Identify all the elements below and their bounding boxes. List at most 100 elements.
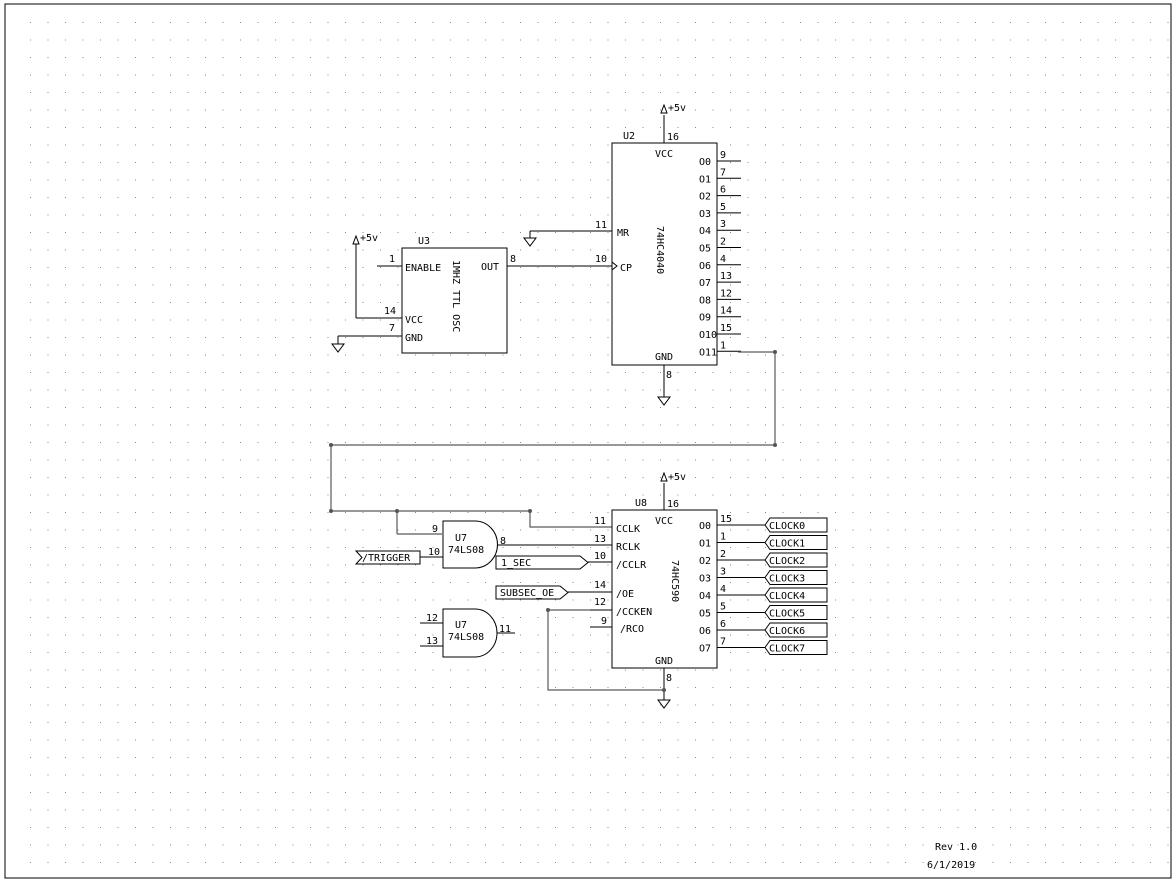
counter-output-pin-num: 6 (720, 185, 726, 196)
counter-vcc-pin-num: 16 (667, 132, 679, 143)
net-label-clock: CLOCK1 (769, 539, 805, 550)
net-flag-clock (764, 622, 828, 638)
counter-output-label: O6 (699, 261, 711, 272)
counter-output-pin-num: 13 (720, 271, 732, 282)
osc-pin-gnd-label: GND (405, 333, 423, 344)
vcc-rail-icon (352, 234, 360, 245)
counter-ref: U2 (623, 131, 635, 142)
counter-output-pin-num: 2 (720, 237, 726, 248)
bc-rclk-label: RCLK (616, 542, 640, 553)
sheet-border (4, 3, 1172, 879)
counter-output-label: O1 (699, 174, 711, 185)
bc-ccken-pin-num: 12 (594, 597, 606, 608)
counter-output-label: O0 (699, 157, 711, 168)
bc-output-pin-num: 7 (720, 637, 726, 648)
counter-output-pin-num: 5 (720, 202, 726, 213)
date-label: 6/1/2019 (927, 860, 975, 871)
vcc-rail-icon (660, 471, 668, 482)
counter-output-pin-num: 3 (720, 219, 726, 230)
counter-cp-pin-num: 10 (595, 254, 607, 265)
binary-counter-body (611, 509, 718, 669)
net-label-clock: CLOCK7 (769, 644, 805, 655)
gate-a-ref: U7 (455, 533, 467, 544)
osc-pin-num-out: 8 (510, 254, 516, 265)
net-label-clock: CLOCK5 (769, 609, 805, 620)
counter-output-label: O7 (699, 278, 711, 289)
bc-ccken-label: /CCKEN (616, 607, 652, 618)
gate-b-pin-a: 12 (426, 613, 438, 624)
bc-vcc-pin-num: 16 (667, 499, 679, 510)
net-flag-clock (764, 552, 828, 568)
counter-output-label: O5 (699, 244, 711, 255)
gate-b-pin-b: 13 (426, 636, 438, 647)
net-flag-clock (764, 587, 828, 603)
counter-outputs: O09O17O26O35O43O52O64O713O812O914O1015O1… (699, 150, 741, 358)
net-flag-1-sec (495, 555, 589, 570)
counter-gnd-pin-num: 8 (666, 370, 672, 381)
counter-u2: U2 74HC4040 VCC GND MR CP +5v 16 8 11 10… (523, 103, 741, 406)
net-label-clock: CLOCK0 (769, 521, 805, 532)
bc-cclk-label: CCLK (616, 524, 640, 535)
osc-pin-vcc-label: VCC (405, 315, 423, 326)
and-gate-u7a: U7 74LS08 9 10 8 /TRIGGER (354, 520, 612, 569)
osc-pin-num-enable: 1 (389, 254, 395, 265)
oscillator-u3: U3 1MHZ TTL OSC ENABLE VCC GND OUT 1 14 … (377, 236, 530, 354)
oscillator-power-wiring: +5v (331, 233, 378, 353)
bc-gnd-label: GND (655, 656, 673, 667)
bc-output-pin-num: 5 (720, 602, 726, 613)
bc-output-label: O2 (699, 556, 711, 567)
counter-mr-pin-num: 11 (595, 220, 607, 231)
osc-pin-out-label: OUT (481, 262, 499, 273)
gate-a-type: 74LS08 (448, 545, 484, 556)
bc-output-label: O6 (699, 626, 711, 637)
counter-output-label: O9 (699, 313, 711, 324)
bc-gnd-pin-num: 8 (666, 673, 672, 684)
bc-output-pin-num: 1 (720, 532, 726, 543)
net-label-clock: CLOCK2 (769, 556, 805, 567)
bc-output-label: O5 (699, 609, 711, 620)
osc-pin-num-gnd: 7 (389, 323, 395, 334)
osc-pin-num-vcc: 14 (384, 306, 396, 317)
binary-counter-outputs: O015CLOCK0O11CLOCK1O22CLOCK2O33CLOCK3O44… (699, 514, 828, 655)
ground-icon (657, 699, 671, 709)
bc-output-label: O3 (699, 574, 711, 585)
binary-counter-u8: U8 74HC590 VCC GND CCLK RCLK /CCLR /OE /… (495, 471, 828, 709)
counter-cp-label: CP (620, 263, 632, 274)
bc-output-pin-num: 4 (720, 584, 726, 595)
and-gate-u7b: U7 74LS08 12 13 11 (420, 608, 515, 658)
net-flag-clock (764, 605, 828, 620)
bc-cclr-label: /CCLR (616, 560, 647, 571)
bc-rco-pin-num: 9 (601, 616, 607, 627)
ground-icon (523, 237, 537, 247)
binary-counter-ref: U8 (635, 498, 647, 509)
vcc-rail-label: +5v (360, 233, 378, 244)
bc-vcc-rail-label: +5v (668, 472, 686, 483)
counter-output-pin-num: 9 (720, 150, 726, 161)
counter-vcc-label: VCC (655, 149, 673, 160)
counter-output-label: O2 (699, 192, 711, 203)
osc-pin-enable-label: ENABLE (405, 263, 441, 274)
counter-output-pin-num: 1 (720, 340, 726, 351)
oscillator-body (401, 247, 508, 354)
clock-edge-icon (611, 261, 618, 271)
ground-icon (657, 396, 671, 406)
bc-cclk-pin-num: 11 (594, 516, 606, 527)
counter-output-pin-num: 15 (720, 323, 732, 334)
net-flag-trigger (354, 550, 421, 565)
bc-cclr-pin-num: 10 (594, 551, 606, 562)
net-flag-clock (764, 640, 828, 655)
bc-output-label: O7 (699, 644, 711, 655)
bc-oe-label: /OE (616, 589, 634, 600)
and-gate-icon (442, 608, 498, 658)
bc-output-pin-num: 2 (720, 549, 726, 560)
net-label-clock: CLOCK3 (769, 574, 805, 585)
gate-a-pin-out: 8 (500, 536, 506, 547)
net-label-1-sec: 1_SEC (501, 558, 531, 569)
gate-a-pin-b: 10 (428, 547, 440, 558)
counter-output-label: O10 (699, 330, 717, 341)
gate-a-pin-a: 9 (432, 524, 438, 535)
net-flag-clock (764, 570, 828, 585)
gate-b-pin-out: 11 (499, 624, 511, 635)
bc-rclk-pin-num: 13 (594, 534, 606, 545)
counter-body (611, 142, 718, 366)
